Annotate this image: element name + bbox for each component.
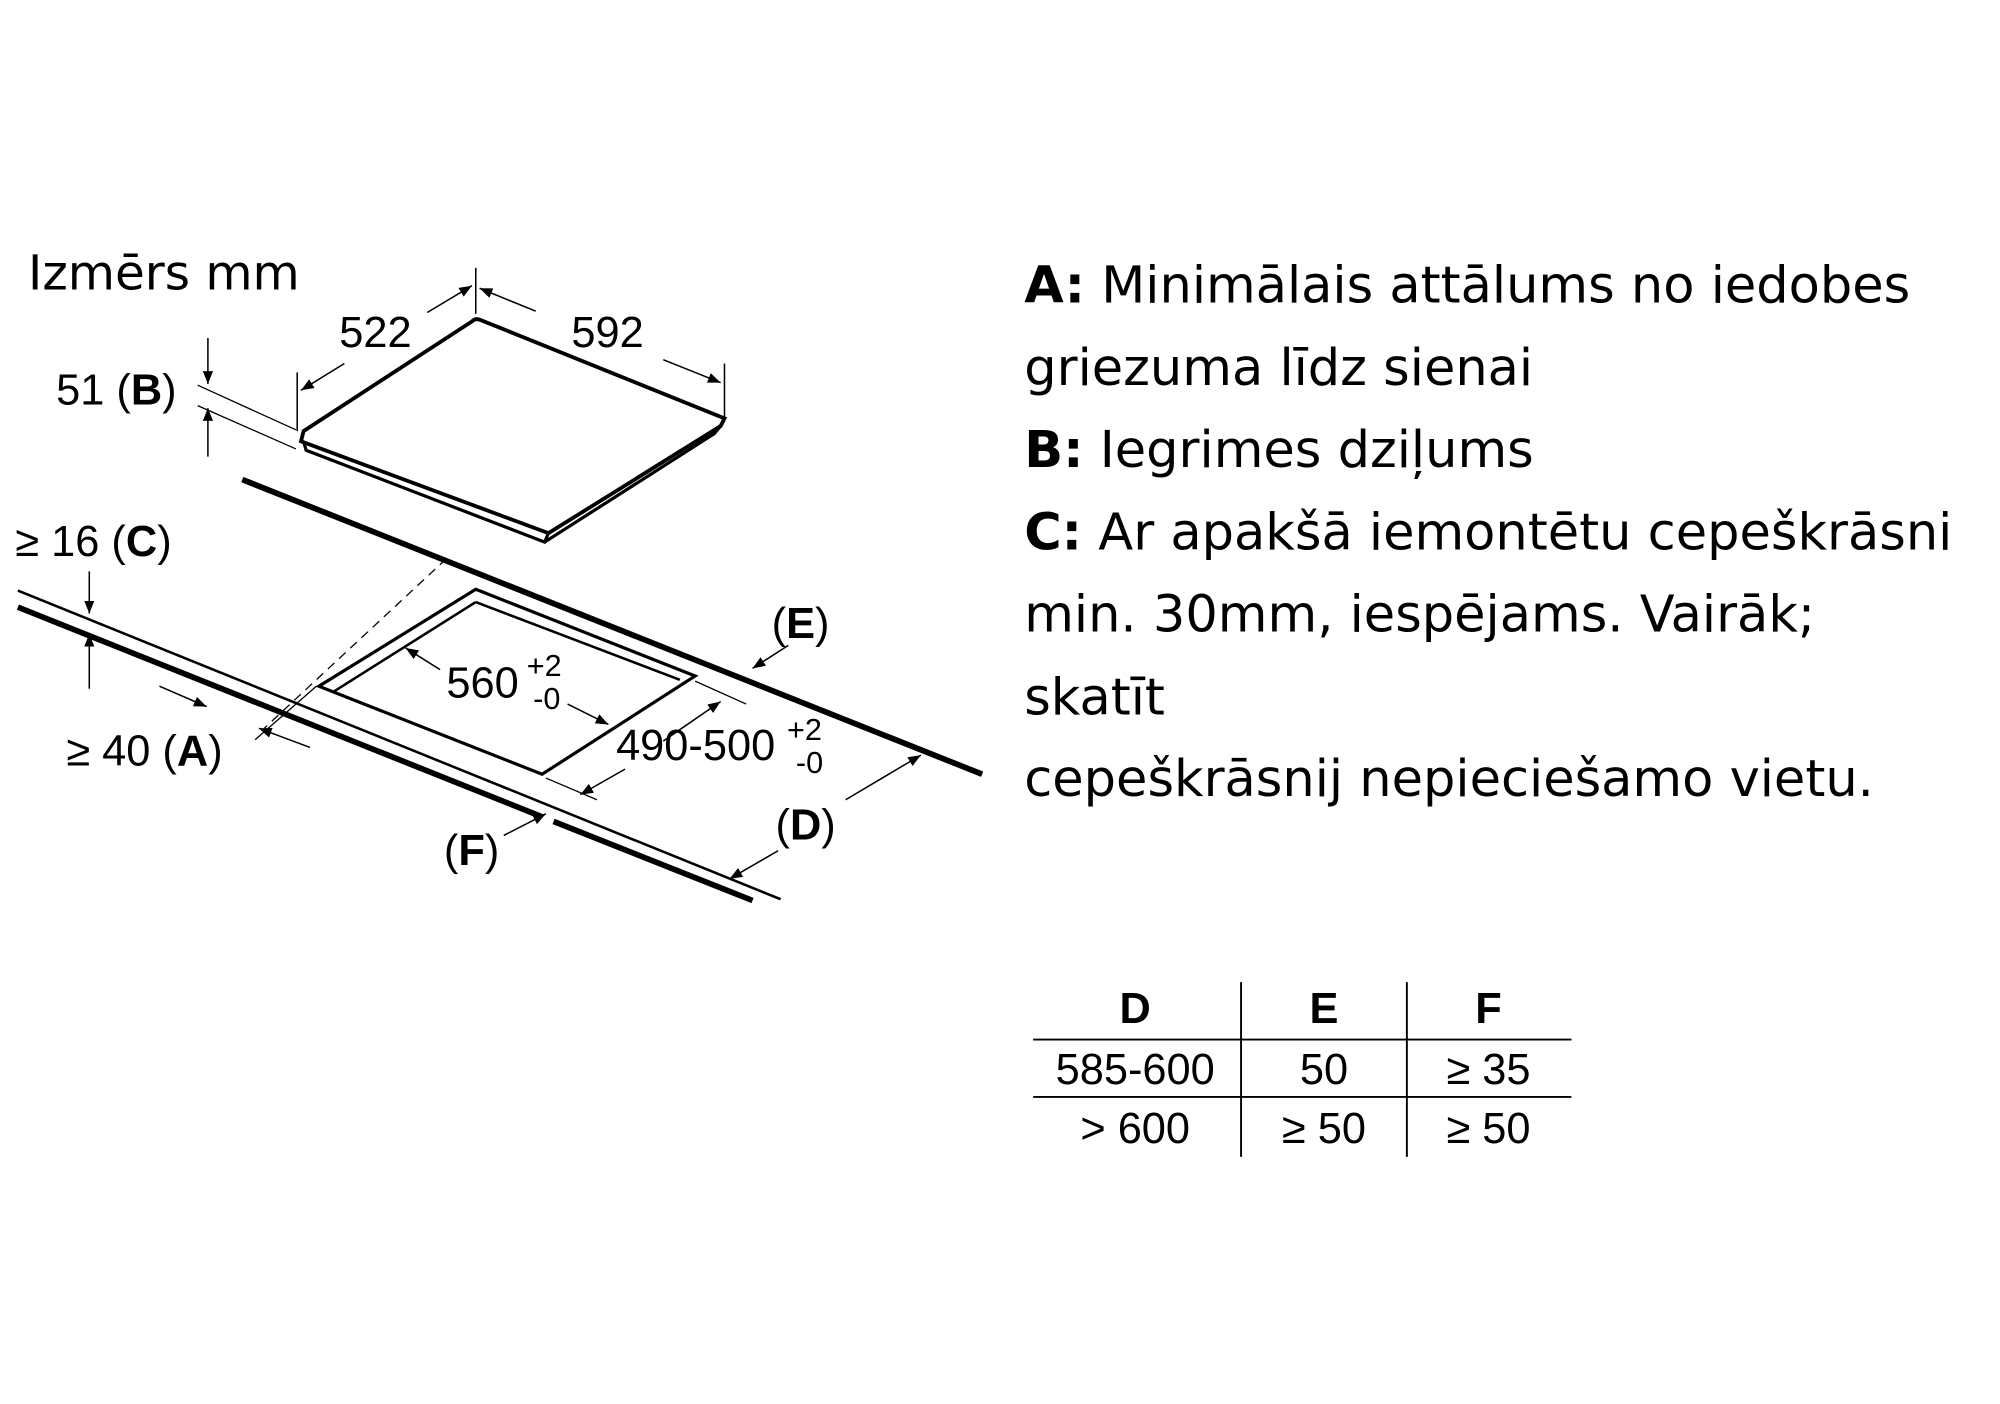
dim-a-label: ≥ 40 (A) (66, 727, 222, 775)
countertop-front-edge (16, 604, 754, 904)
table-cell: > 600 (1080, 1105, 1190, 1153)
legend-line: min. 30mm, iespējams. Vairāk; (1024, 585, 1816, 645)
cutout-depth-tol-plus: +2 (787, 713, 822, 747)
diagram-title: Izmērs mm (28, 246, 300, 302)
table-cell: 50 (1300, 1046, 1348, 1094)
hob-side-outline (302, 424, 722, 545)
dim-c-label: ≥ 16 (C) (15, 518, 171, 566)
cutout-depth-label: 490-500 (616, 722, 775, 770)
cutout-outer (315, 587, 699, 777)
table-cell: ≥ 35 (1446, 1046, 1530, 1094)
table-header-e: E (1310, 985, 1339, 1033)
cutout-inner (333, 600, 681, 693)
legend-line: skatīt (1024, 667, 1165, 727)
hob-width-label: 592 (571, 309, 643, 357)
cutout-width-label: 560 (446, 660, 518, 708)
countertop-front-edge-top (17, 589, 782, 901)
table-header-d: D (1120, 985, 1151, 1033)
table-cell: ≥ 50 (1282, 1105, 1366, 1153)
legend-line: griezuma līdz sienai (1024, 338, 1534, 398)
table-cell: ≥ 50 (1446, 1105, 1530, 1153)
legend-line: A: Minimālais attālums no iedobes (1024, 256, 1911, 316)
legend-line: cepeškrāsnij nepieciešamo vietu. (1024, 749, 1874, 809)
dim-e-label: (E) (772, 600, 830, 648)
dim-b-label: 51 (B) (56, 366, 177, 414)
legend-text: A: Minimālais attālums no iedobes griezu… (1024, 245, 1993, 821)
cutout-width-tol-plus: +2 (527, 649, 562, 683)
dim-d-label: (D) (776, 801, 836, 849)
hob-depth-label: 522 (339, 309, 411, 357)
table-cell: 585-600 (1056, 1046, 1215, 1094)
dim-f-label: (F) (444, 827, 499, 875)
hob-top-outline (298, 317, 728, 536)
cutout-width-tol-minus: -0 (533, 682, 560, 716)
cutout-depth-tol-minus: -0 (796, 746, 823, 780)
clearance-table: D E F 585-600 50 ≥ 35 > 600 ≥ 50 ≥ 50 (1033, 982, 1572, 1157)
countertop-back-edge (241, 476, 984, 777)
legend-line: B: Iegrimes dziļums (1024, 420, 1534, 480)
table-header-f: F (1475, 985, 1502, 1033)
legend-line: C: Ar apakšā iemontētu cepeškrāsni (1024, 503, 1953, 562)
